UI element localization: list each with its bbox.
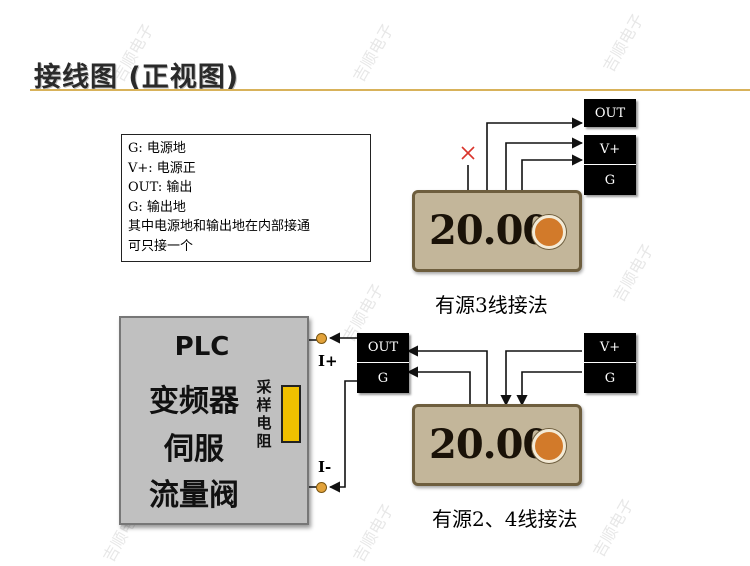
- terminal-g: G: [357, 363, 409, 393]
- resistor-label-char: 阻: [256, 432, 272, 450]
- adjust-knob: [532, 429, 566, 463]
- wire-g-right: [516, 371, 582, 407]
- resistor-label-text: 采样电阻: [255, 378, 273, 450]
- page-title: 接线图 (正视图): [34, 62, 240, 93]
- adjust-knob: [532, 215, 566, 249]
- legend-line: G: 电源地: [128, 141, 186, 156]
- plc-receiver-box: PLC 变频器 伺服 流量阀 采样电阻: [119, 316, 309, 525]
- wire-g-to-iminus: [328, 380, 357, 493]
- display-reading: 20.00: [429, 421, 550, 468]
- resistor-label-char: 电: [256, 414, 272, 432]
- wire-vplus: [505, 137, 584, 190]
- legend-line: 其中电源地和输出地在内部接通: [128, 219, 311, 234]
- terminal-g: G: [584, 165, 636, 195]
- legend-line: 可只接一个: [128, 238, 194, 254]
- caption-3wire: 有源3线接法: [435, 293, 548, 317]
- resistor-label: 采样电阻: [255, 378, 273, 450]
- receiver-type: 流量阀: [149, 478, 239, 513]
- wire-g-left: [406, 366, 471, 405]
- label-iplus: I+: [318, 352, 338, 370]
- terminal-vplus: V+: [584, 135, 636, 165]
- label-iminus: I-: [318, 458, 332, 476]
- receiver-type: PLC: [174, 332, 230, 362]
- title-rule: [30, 89, 750, 91]
- wire-out-left: [406, 345, 488, 405]
- terminal-out: OUT: [584, 99, 636, 127]
- sensor-device-2-4wire: 20.00: [412, 404, 582, 486]
- legend-line: OUT: 输出: [128, 180, 193, 195]
- wire-out: [486, 117, 584, 190]
- sampling-resistor: [281, 385, 301, 443]
- pin-legend-box: G: 电源地 V+: 电源正 OUT: 输出 G: 输出地 其中电源地和输出地在…: [121, 134, 371, 262]
- display-reading: 20.00: [429, 207, 550, 254]
- wire-g: [521, 154, 584, 190]
- unused-pin-mark: [461, 146, 475, 160]
- terminal-iminus-dot: [316, 482, 327, 493]
- legend-line: V+: 电源正: [128, 160, 196, 176]
- receiver-type: 伺服: [164, 432, 224, 467]
- caption-2-4wire: 有源2、4线接法: [432, 507, 578, 531]
- terminal-g: G: [584, 363, 636, 393]
- terminal-iplus-dot: [316, 333, 327, 344]
- wire-vplus-right: [500, 350, 582, 407]
- terminal-vplus: V+: [584, 333, 636, 363]
- sensor-device-3wire: 20.00: [412, 190, 582, 272]
- terminal-out: OUT: [357, 333, 409, 363]
- resistor-label-char: 样: [256, 396, 272, 414]
- legend-line: G: 输出地: [128, 199, 186, 215]
- resistor-label-char: 采: [256, 378, 272, 396]
- receiver-type: 变频器: [149, 384, 239, 419]
